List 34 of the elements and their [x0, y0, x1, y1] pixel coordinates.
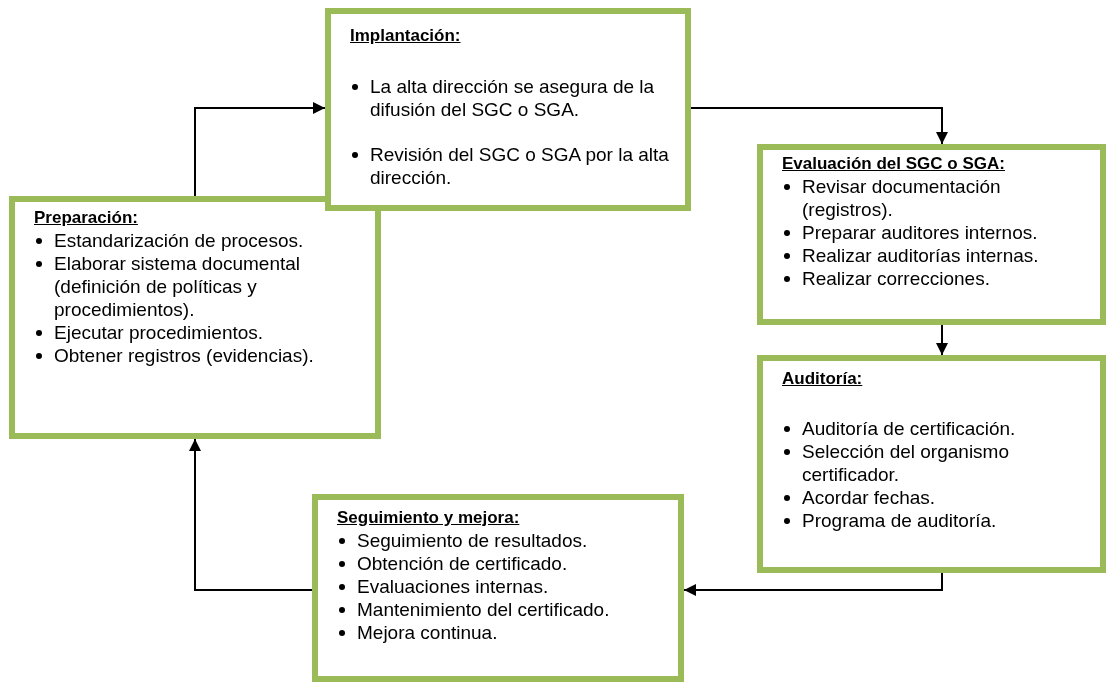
- bullet-item: Selección del organismo certificador.: [802, 440, 1010, 486]
- bullet-item: Evaluaciones internas.: [357, 575, 549, 598]
- section-heading: Auditoría:: [782, 368, 863, 390]
- bullet-item: Seguimiento de resultados.: [357, 529, 588, 552]
- bullet-item: Preparar auditores internos.: [802, 221, 1038, 244]
- bullet-item: Revisar documentación (registros).: [802, 175, 1002, 221]
- bullet-item: Realizar correcciones.: [802, 267, 990, 290]
- process-box: [312, 494, 684, 682]
- arrow: [690, 107, 948, 145]
- bullet-item: Estandarización de procesos.: [54, 229, 304, 252]
- bullet-item: Obtención de certificado.: [357, 552, 568, 575]
- arrow: [189, 438, 313, 591]
- bullet-item: Ejecutar procedimientos.: [54, 321, 264, 344]
- section-heading: Seguimiento y mejora:: [337, 507, 520, 529]
- arrow: [194, 102, 326, 197]
- bullet-item: Revisión del SGC o SGA por la alta dirección.: [370, 143, 670, 189]
- process-box: [757, 355, 1106, 573]
- bullet-item: La alta dirección se asegura de la difusión del SGC o SGA.: [370, 75, 656, 121]
- section-heading: Implantación:: [350, 25, 461, 47]
- section-heading: Evaluación del SGC o SGA:: [782, 153, 1005, 175]
- bullet-item: Auditoría de certificación.: [802, 417, 1016, 440]
- bullet-item: Mejora continua.: [357, 621, 498, 644]
- bullet-item: Elaborar sistema documental (definición de políticas y procedimientos).: [54, 252, 302, 321]
- process-box: [757, 144, 1106, 325]
- bullet-item: Acordar fechas.: [802, 486, 936, 509]
- arrow: [683, 572, 943, 596]
- bullet-item: Realizar auditorías internas.: [802, 244, 1039, 267]
- bullet-item: Obtener registros (evidencias).: [54, 344, 314, 367]
- section-heading: Preparación:: [34, 207, 138, 229]
- process-box: [9, 196, 381, 439]
- process-box: [325, 8, 691, 211]
- bullet-item: Mantenimiento del certificado.: [357, 598, 610, 621]
- bullet-item: Programa de auditoría.: [802, 509, 997, 532]
- arrow: [936, 324, 948, 356]
